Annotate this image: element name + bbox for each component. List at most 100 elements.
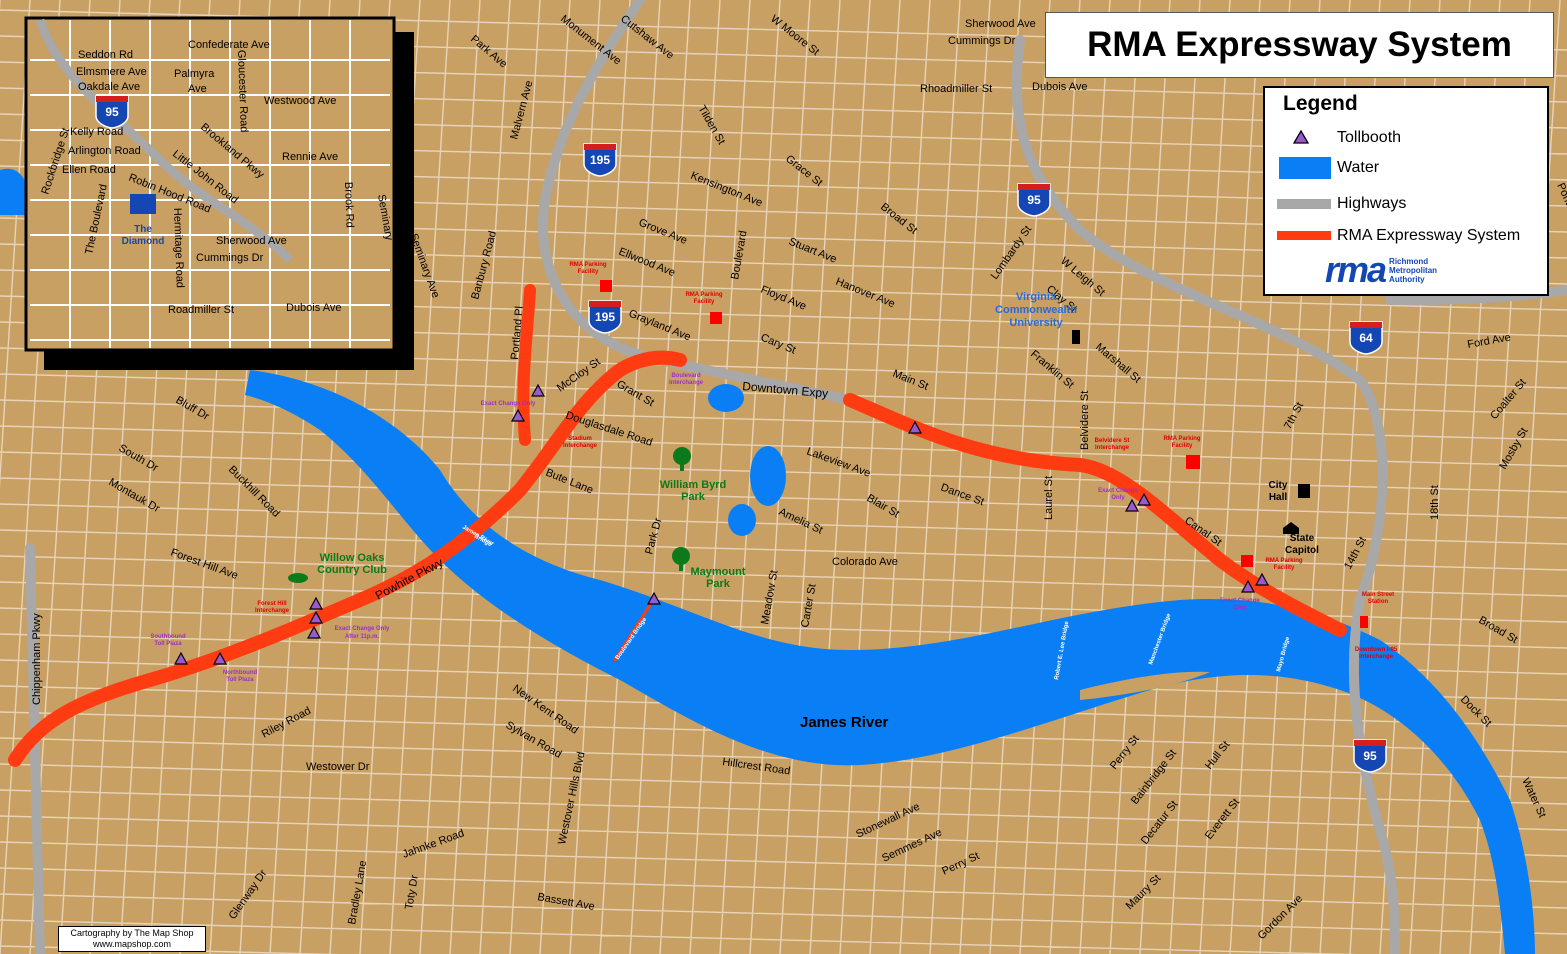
poi-label: Country Club: [317, 564, 387, 576]
poi-label: Park: [681, 491, 706, 503]
inset-street-label: Kelly Road: [70, 126, 123, 138]
street-label: Westower Dr: [306, 761, 370, 773]
shield-label: 95: [1027, 193, 1041, 207]
poi-label: Southbound: [150, 634, 186, 640]
poi-label: City: [1269, 480, 1288, 491]
diamond-stadium-icon: [130, 194, 156, 214]
poi-label: Exact Change Only: [481, 401, 536, 407]
james-river: [245, 370, 1535, 954]
poi-label: Only: [1233, 605, 1247, 611]
rma-expressway: [8, 284, 1347, 767]
credit-line: www.mapshop.com: [92, 939, 172, 949]
street-label: Colorado Ave: [832, 556, 898, 568]
map-title: RMA Expressway System: [1087, 25, 1512, 64]
rma-logo-text: rma: [1325, 249, 1387, 290]
legend-item-expressway: RMA Expressway System: [1265, 224, 1547, 248]
poi-label: Exact Change: [1220, 598, 1260, 604]
shield-195-south: 195: [588, 300, 622, 334]
inset-street-label: Ellen Road: [62, 164, 116, 176]
river-west-segment: [0, 168, 28, 215]
inset-street-label: Oakdale Ave: [78, 81, 140, 93]
poi-label: Station: [1368, 599, 1389, 605]
map-title-box: RMA Expressway System: [1045, 12, 1554, 78]
street-label: Laurel St: [1043, 476, 1055, 520]
water-label: James River: [800, 714, 889, 731]
shield-95-south: 95: [1353, 739, 1387, 773]
street-label: Rhoadmiller St: [920, 83, 992, 95]
interchange-labels: RMA Parking Facility RMA Parking Facilit…: [255, 262, 1398, 660]
legend: Legend Tollbooth Water Highways RMA Expr…: [1263, 86, 1549, 296]
interstate-shields: 195 195 95 64 95: [583, 143, 1387, 773]
street-label: Belvidere St: [1079, 391, 1091, 450]
legend-item-tollbooth: Tollbooth: [1265, 126, 1547, 150]
poi-label: Interchange: [255, 608, 290, 614]
street-label: 18th St: [1429, 485, 1441, 520]
poi-label: Main Street: [1362, 592, 1394, 598]
shield-label: 195: [590, 153, 610, 167]
poi-label: The: [134, 224, 152, 235]
poi-label: Boulevard: [671, 373, 701, 379]
shield-64: 64: [1349, 321, 1383, 355]
byrd-park-lake-3: [708, 384, 744, 412]
poi-label: Exact Change: [1098, 488, 1138, 494]
credit-line: Cartography by The Map Shop: [70, 928, 194, 938]
inset-frame: [24, 16, 396, 352]
poi-label: RMA Parking: [569, 262, 606, 268]
shield-label: 95: [105, 105, 119, 119]
poi-label: Facility: [694, 299, 715, 305]
inset-street-label: Rennie Ave: [282, 151, 338, 163]
highway-swatch: [1277, 199, 1331, 209]
street-label: Dubois Ave: [1032, 81, 1087, 93]
shield-label: 95: [1363, 749, 1377, 763]
inset-street-label: Dubois Ave: [286, 302, 341, 314]
inset-street-label: Hermitage Road: [171, 208, 186, 288]
poi-label: Hall: [1269, 492, 1288, 503]
inset-highway: [35, 18, 294, 264]
capitol-icon: [1283, 522, 1299, 534]
poi-label: Willow Oaks: [320, 552, 385, 564]
vcu-label: Virginia Commonwealth University: [995, 291, 1080, 344]
inset-street-label: Cummings Dr: [196, 252, 264, 264]
inset-street-label: Arlington Road: [68, 145, 141, 157]
rma-logo-sub: Richmond: [1389, 256, 1429, 266]
inset-street-label: Sherwood Ave: [216, 235, 287, 247]
inset-street-label: Palmyra: [174, 68, 215, 80]
street-label: Portland Pl: [509, 306, 526, 361]
park-labels: William Byrd Park Maymount Park Willow O…: [288, 447, 746, 590]
poi-label: Toll Plaza: [226, 677, 254, 683]
james-river-islands: [1080, 671, 1210, 700]
shield-195-north: 195: [583, 143, 617, 177]
inset-shield-95: 95: [95, 95, 129, 129]
toll-labels: Exact Change Only Southbound Toll Plaza …: [150, 373, 1260, 683]
legend-item-highways: Highways: [1265, 192, 1547, 216]
inset-street-label: Elmsmere Ave: [76, 66, 147, 78]
poi-label: William Byrd: [660, 479, 727, 491]
poi-label: University: [1009, 317, 1063, 329]
poi-label: State: [1290, 533, 1315, 544]
inset-map: 95 The Diamond Seddon Rd Confederate Ave…: [24, 16, 414, 370]
civic-labels: City Hall State Capitol: [1269, 480, 1320, 556]
poi-label: Diamond: [122, 236, 165, 247]
building-icon: [1298, 484, 1310, 498]
legend-label: Highways: [1337, 195, 1407, 212]
inset-street-label: Confederate Ave: [188, 39, 270, 51]
poi-label: Virginia: [1016, 291, 1057, 303]
golf-icon: [288, 573, 308, 583]
cartography-credit: Cartography by The Map Shop www.mapshop.…: [58, 926, 206, 952]
poi-label: Forest Hill: [257, 601, 287, 607]
inset-street-label: Gloucester Road: [235, 50, 250, 133]
shield-label: 64: [1359, 331, 1373, 345]
shield-label: 195: [595, 310, 615, 324]
legend-title: Legend: [1283, 92, 1358, 115]
tollbooths: [173, 383, 1270, 665]
legend-item-water: Water: [1265, 156, 1547, 180]
poi-label: Interchange: [563, 443, 598, 449]
poi-label: Interchange: [669, 380, 704, 386]
poi-label: Facility: [1274, 565, 1295, 571]
poi-label: RMA Parking: [685, 292, 722, 298]
tree-icon: [672, 547, 690, 571]
highways: [25, 0, 1567, 954]
poi-label: Maymount: [691, 566, 746, 578]
street-label: Chippenham Pkwy: [31, 613, 43, 705]
